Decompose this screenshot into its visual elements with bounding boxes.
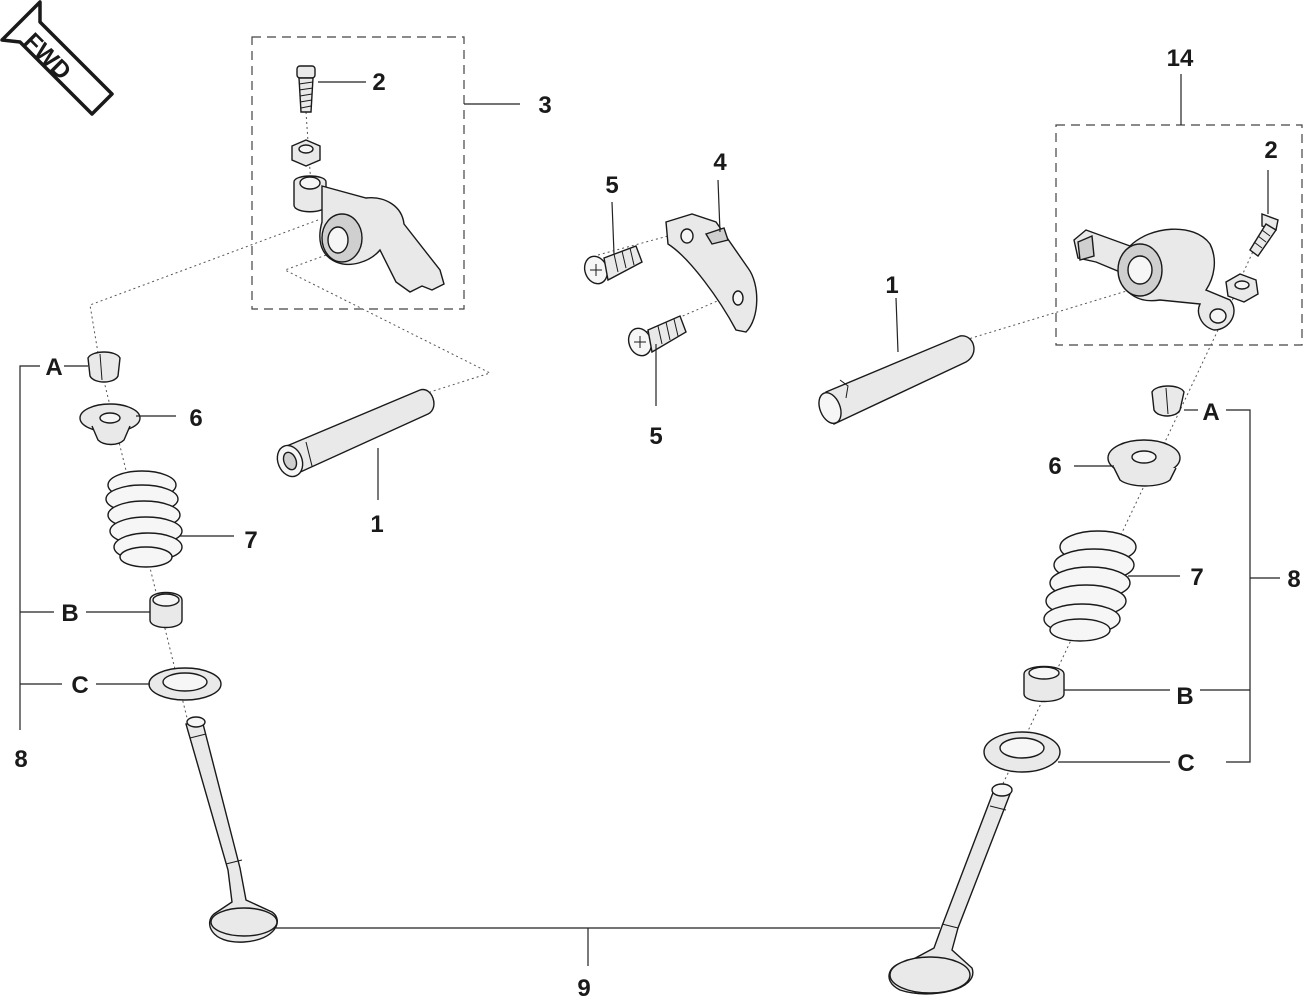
lock-nut-right	[1225, 273, 1259, 303]
valve-spring-right	[1043, 530, 1137, 642]
screw-upper	[583, 245, 643, 285]
leader-lines	[19, 74, 1280, 966]
rocker-assembly-box-right	[1055, 124, 1303, 346]
callout-5-bottom: 5	[649, 423, 662, 450]
callout-b-left: B	[61, 600, 78, 627]
rocker-shaft-right	[818, 335, 975, 425]
valve-seal-right	[1023, 665, 1065, 703]
callout-3: 3	[538, 92, 551, 119]
rocker-arm-left	[293, 175, 445, 293]
callout-6-right: 6	[1048, 453, 1061, 480]
callout-a-right: A	[1202, 399, 1219, 426]
screw-lower	[627, 315, 687, 357]
callout-2-left: 2	[372, 69, 385, 96]
spring-seat-washer-left	[148, 667, 222, 701]
callout-5-top: 5	[605, 172, 618, 199]
retainer-plate	[665, 213, 758, 333]
callout-1-right: 1	[885, 272, 898, 299]
fwd-arrow-icon: FWD	[0, 0, 114, 116]
spring-seat-washer-right	[983, 731, 1061, 773]
callout-labels: 2 3 4 5 5 1 1 14 2 A 6 7 B C 8 A 6 7 8 B…	[14, 45, 1300, 1002]
callout-14: 14	[1167, 45, 1194, 72]
callout-a-left: A	[45, 354, 62, 381]
callout-2-right: 2	[1264, 137, 1277, 164]
valve-right	[888, 783, 1013, 995]
callout-8-left: 8	[14, 746, 27, 773]
callout-8-right: 8	[1287, 566, 1300, 593]
lock-nut-left	[291, 139, 321, 167]
adjusting-screw-left	[296, 65, 316, 113]
rocker-shaft-left	[276, 388, 435, 478]
callout-c-right: C	[1177, 750, 1194, 777]
valve-keeper-right	[1151, 385, 1185, 417]
callout-7-right: 7	[1190, 564, 1203, 591]
valve-spring-left	[105, 470, 183, 568]
assembly-centerlines	[89, 111, 1266, 791]
callout-4: 4	[713, 149, 727, 176]
callout-b-right: B	[1176, 683, 1193, 710]
callout-7-left: 7	[244, 527, 257, 554]
callout-1-left: 1	[370, 511, 383, 538]
rocker-arm-right	[1073, 228, 1235, 331]
callout-6-left: 6	[189, 405, 202, 432]
spring-retainer-right	[1107, 439, 1181, 487]
callout-c-left: C	[71, 672, 88, 699]
valve-keeper-left	[87, 351, 121, 383]
valve-seal-left	[149, 591, 183, 629]
callout-9: 9	[577, 975, 590, 1002]
spring-retainer-left	[79, 403, 141, 446]
rocker-assembly-box-left	[251, 36, 465, 310]
adjusting-screw-right	[1249, 212, 1279, 257]
valve-left	[185, 716, 278, 943]
